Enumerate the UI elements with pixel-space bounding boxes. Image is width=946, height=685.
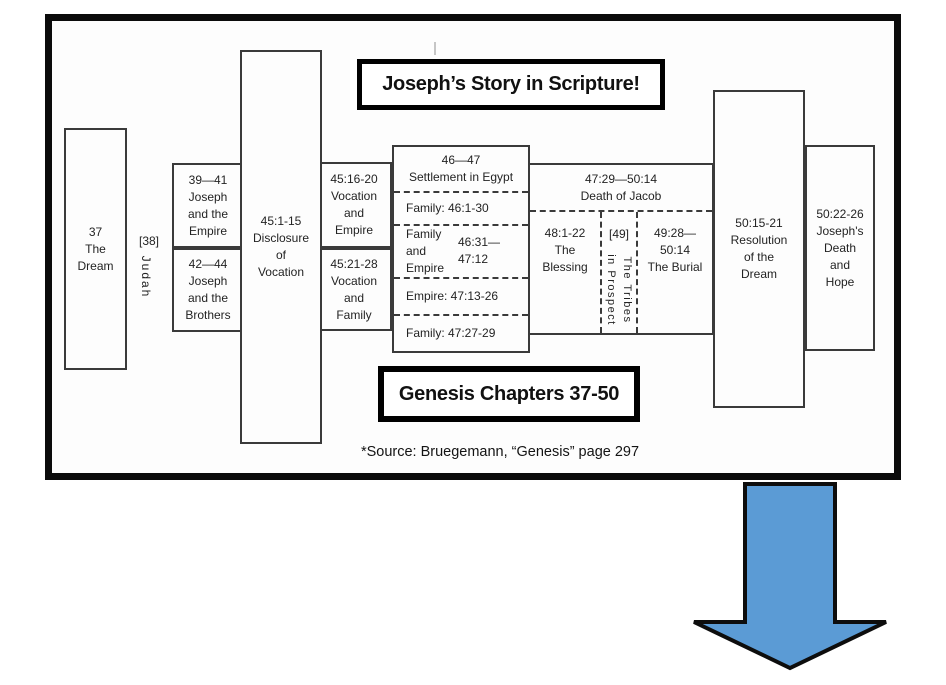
settlement-family-empire-label: Family and Empire bbox=[406, 226, 445, 275]
title-box: Joseph’s Story in Scripture! bbox=[357, 59, 665, 110]
col-48-blessing: 48:1-22 The Blessing bbox=[530, 212, 600, 333]
box-45-1-15-disclosure: 45:1-15 Disclosure of Vocation bbox=[240, 50, 322, 444]
box-50-15-21-resolution: 50:15-21 Resolution of the Dream bbox=[713, 90, 805, 408]
chapter-38-ref: [38] bbox=[138, 234, 159, 248]
box-50-22-26-label: 50:22-26 Joseph's Death and Hope bbox=[816, 206, 864, 289]
settlement-row-empire: Empire: 47:13-26 bbox=[394, 276, 528, 314]
box-45-16-20-vocation-empire: 45:16-20 Vocation and Empire bbox=[316, 162, 392, 248]
tribes-vertical-label: The Tribes in Prospect bbox=[601, 252, 637, 328]
death-of-jacob-header: 47:29—50:14 Death of Jacob bbox=[530, 165, 712, 212]
death-of-jacob-columns: 48:1-22 The Blessing [49] The Tribes in … bbox=[530, 212, 712, 333]
settlement-family-label: Family: 46:1-30 bbox=[406, 201, 489, 216]
scan-artifact bbox=[434, 42, 436, 55]
box-42-44-joseph-brothers: 42—44 Joseph and the Brothers bbox=[172, 248, 244, 332]
settlement-row-family-empire: Family and Empire 46:31—47:12 bbox=[394, 223, 528, 277]
down-arrow-icon bbox=[693, 482, 887, 671]
settlement-row-family: Family: 46:1-30 bbox=[394, 191, 528, 224]
box-39-41-label: 39—41 Joseph and the Empire bbox=[187, 172, 229, 238]
page-title: Joseph’s Story in Scripture! bbox=[382, 73, 640, 95]
settlement-family-empire-ref: 46:31—47:12 bbox=[458, 235, 501, 267]
judah-text: Judah bbox=[139, 255, 153, 299]
settlement-row-family-2: Family: 47:27-29 bbox=[394, 313, 528, 352]
box-50-15-21-label: 50:15-21 Resolution of the Dream bbox=[730, 216, 788, 281]
tribes-text: The Tribes in Prospect bbox=[605, 254, 633, 326]
box-45-21-28-label: 45:21-28 Vocation and Family bbox=[330, 256, 378, 322]
col-49-28-burial: 49:28— 50:14 The Burial bbox=[638, 212, 712, 333]
burial-label: 49:28— 50:14 The Burial bbox=[647, 226, 703, 274]
subtitle-box: Genesis Chapters 37-50 bbox=[378, 366, 640, 422]
box-46-47-settlement: 46—47 Settlement in Egypt Family: 46:1-3… bbox=[392, 145, 530, 353]
source-note: *Source: Bruegemann, “Genesis” page 297 bbox=[360, 444, 640, 460]
tribes-ref-label: [49] bbox=[608, 227, 629, 241]
box-37-label: 37 The Dream bbox=[77, 224, 114, 273]
box-45-16-20-label: 45:16-20 Vocation and Empire bbox=[330, 172, 378, 237]
subtitle-label: Genesis Chapters 37-50 bbox=[398, 382, 620, 405]
band-death-of-jacob: 47:29—50:14 Death of Jacob 48:1-22 The B… bbox=[528, 163, 714, 335]
blessing-label: 48:1-22 The Blessing bbox=[542, 226, 588, 274]
settlement-family-2-label: Family: 47:27-29 bbox=[406, 325, 496, 340]
col-49-tribes: [49] The Tribes in Prospect bbox=[600, 212, 638, 333]
box-45-1-15-label: 45:1-15 Disclosure of Vocation bbox=[252, 214, 309, 279]
settlement-header-label: 46—47 Settlement in Egypt bbox=[408, 153, 514, 185]
judah-vertical-label: Judah bbox=[120, 247, 172, 307]
death-of-jacob-header-label: 47:29—50:14 Death of Jacob bbox=[580, 171, 662, 203]
settlement-empire-label: Empire: 47:13-26 bbox=[406, 288, 499, 303]
settlement-header: 46—47 Settlement in Egypt bbox=[394, 147, 528, 191]
box-39-41-joseph-empire: 39—41 Joseph and the Empire bbox=[172, 163, 244, 248]
box-42-44-label: 42—44 Joseph and the Brothers bbox=[185, 257, 231, 322]
down-arrow-shape bbox=[693, 482, 887, 671]
box-50-22-26-death-hope: 50:22-26 Joseph's Death and Hope bbox=[805, 145, 875, 351]
box-37-the-dream: 37 The Dream bbox=[64, 128, 127, 370]
box-45-21-28-vocation-family: 45:21-28 Vocation and Family bbox=[316, 248, 392, 331]
